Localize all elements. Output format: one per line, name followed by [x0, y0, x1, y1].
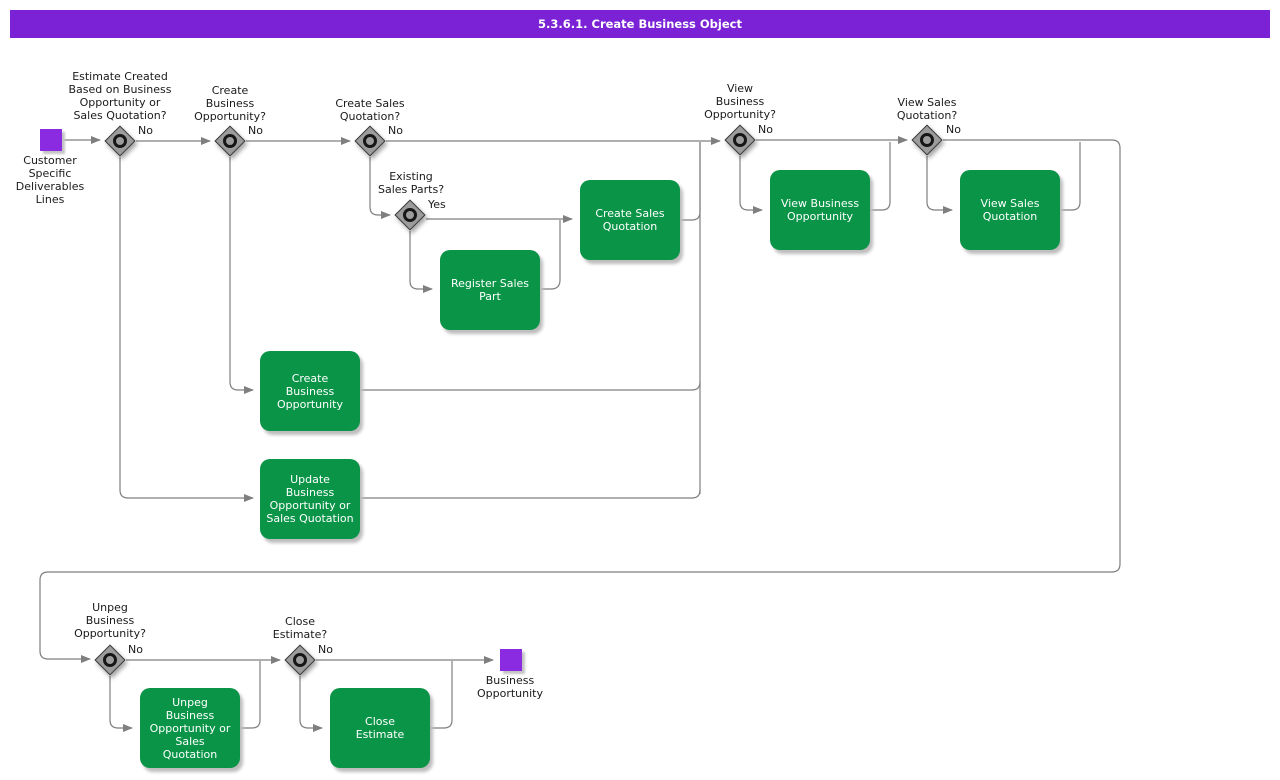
- decision-create-business-opportunity: [214, 125, 246, 157]
- branch-label: No: [248, 124, 263, 137]
- activity-view-sales-quotation[interactable]: View Sales Quotation: [960, 170, 1060, 250]
- decision-question: Create Business Opportunity?: [194, 84, 266, 123]
- page-title: 5.3.6.1. Create Business Object: [538, 17, 742, 31]
- decision-existing-sales-parts: [394, 199, 426, 231]
- decision-question: Close Estimate?: [272, 615, 328, 641]
- gateway-circle-icon: [403, 208, 417, 222]
- gateway-circle-icon: [920, 133, 934, 147]
- branch-label: No: [138, 124, 153, 137]
- branch-label: No: [758, 123, 773, 136]
- end-event-label: Business Opportunity: [476, 674, 543, 700]
- gateway-circle-icon: [733, 133, 747, 147]
- activity-label: Register Sales Part: [450, 277, 530, 303]
- decision-create-sales-quotation: [354, 125, 386, 157]
- decision-view-sales-quotation: [911, 124, 943, 156]
- decision-question: View Sales Quotation?: [896, 96, 958, 122]
- activity-label: View Business Opportunity: [780, 197, 860, 223]
- activity-label: View Sales Quotation: [980, 197, 1040, 223]
- activity-label: Update Business Opportunity or Sales Quo…: [266, 473, 354, 525]
- decision-question: Estimate Created Based on Business Oppor…: [68, 70, 172, 122]
- branch-label: Yes: [428, 198, 446, 211]
- activity-update-business-opportunity-or-sales-quotation[interactable]: Update Business Opportunity or Sales Quo…: [260, 459, 360, 539]
- decision-estimate-created: [104, 125, 136, 157]
- decision-question: View Business Opportunity?: [704, 82, 776, 121]
- activity-label: Create Sales Quotation: [595, 207, 665, 233]
- activity-label: Close Estimate: [355, 715, 405, 741]
- start-event-label: Customer Specific Deliverables Lines: [15, 154, 85, 206]
- decision-view-business-opportunity: [724, 124, 756, 156]
- branch-label: No: [388, 124, 403, 137]
- gateway-circle-icon: [293, 653, 307, 667]
- branch-label: No: [128, 643, 143, 656]
- activity-register-sales-part[interactable]: Register Sales Part: [440, 250, 540, 330]
- branch-label: No: [318, 643, 333, 656]
- gateway-circle-icon: [113, 134, 127, 148]
- activity-close-estimate[interactable]: Close Estimate: [330, 688, 430, 768]
- activity-unpeg-business-opportunity-or-sales-quotation[interactable]: Unpeg Business Opportunity or Sales Quot…: [140, 688, 240, 768]
- title-bar: 5.3.6.1. Create Business Object: [10, 10, 1270, 38]
- decision-close-estimate: [284, 644, 316, 676]
- decision-question: Unpeg Business Opportunity?: [74, 601, 146, 640]
- decision-question: Create Sales Quotation?: [335, 97, 405, 123]
- activity-create-sales-quotation[interactable]: Create Sales Quotation: [580, 180, 680, 260]
- activity-label: Create Business Opportunity: [276, 371, 343, 411]
- gateway-circle-icon: [363, 134, 377, 148]
- gateway-circle-icon: [223, 134, 237, 148]
- start-event[interactable]: [40, 129, 62, 151]
- decision-question: Existing Sales Parts?: [377, 170, 445, 196]
- decision-unpeg-business-opportunity: [94, 644, 126, 676]
- end-event[interactable]: [500, 649, 522, 671]
- gateway-circle-icon: [103, 653, 117, 667]
- activity-create-business-opportunity[interactable]: Create Business Opportunity: [260, 351, 360, 431]
- branch-label: No: [946, 123, 961, 136]
- activity-view-business-opportunity[interactable]: View Business Opportunity: [770, 170, 870, 250]
- activity-label: Unpeg Business Opportunity or Sales Quot…: [149, 695, 231, 761]
